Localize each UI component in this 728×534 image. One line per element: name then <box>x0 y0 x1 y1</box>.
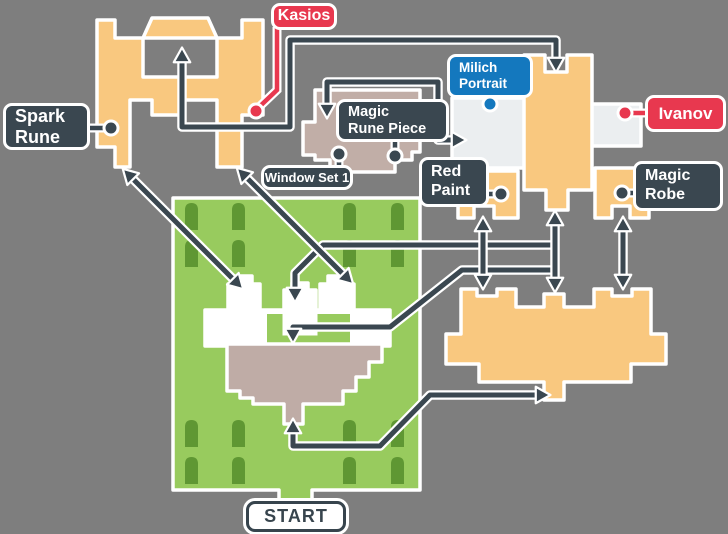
label-spark-rune: Spark Rune <box>3 103 90 150</box>
label-magic-rune-piece: Magic Rune Piece <box>336 99 449 142</box>
kasios-dot <box>247 102 265 120</box>
label-window-set-1: Window Set 1 <box>261 165 353 190</box>
red-paint-dot <box>492 185 510 203</box>
label-kasios: Kasios <box>271 3 337 30</box>
route-courtyard-to-central-tower <box>283 209 565 345</box>
route-west-diagonal <box>121 167 245 291</box>
label-red-paint-line1: Red <box>431 163 462 181</box>
label-window-set-1-text: Window Set 1 <box>264 169 350 185</box>
ivanov-dot <box>616 104 634 122</box>
window-set-dot <box>330 145 348 163</box>
label-spark-rune-line1: Spark <box>15 105 66 126</box>
label-spark-rune-line2: Rune <box>15 126 60 147</box>
label-kasios-text: Kasios <box>277 7 331 25</box>
route-south-gate-link <box>283 385 552 451</box>
label-red-paint: Red Paint <box>419 157 489 207</box>
label-red-paint-line2: Paint <box>431 182 471 199</box>
building-central-tower <box>522 53 594 212</box>
magic-rune-piece-dot <box>386 147 404 165</box>
route-keep-to-central-tower <box>172 35 566 132</box>
label-magic-rune-piece-line1: Magic <box>348 103 390 120</box>
label-magic-robe: Magic Robe <box>633 161 723 211</box>
label-start-text: START <box>264 506 328 527</box>
milich-portrait-dot <box>481 95 499 113</box>
label-ivanov-text: Ivanov <box>658 103 713 123</box>
label-connectors <box>88 27 647 203</box>
label-milich-portrait-line2: Portrait <box>459 76 508 91</box>
label-magic-rune-piece-line2: Rune Piece <box>348 120 427 137</box>
route-east-diagonal <box>235 166 355 286</box>
label-magic-robe-line1: Magic <box>645 167 691 185</box>
label-start: START <box>246 501 346 532</box>
label-milich-portrait: Milich Portrait <box>447 54 533 98</box>
magic-robe-dot <box>613 184 631 202</box>
spark-rune-dot <box>102 119 120 137</box>
label-milich-portrait-line1: Milich <box>459 60 498 76</box>
label-magic-robe-line2: Robe <box>645 186 685 203</box>
label-ivanov: Ivanov <box>645 95 726 132</box>
